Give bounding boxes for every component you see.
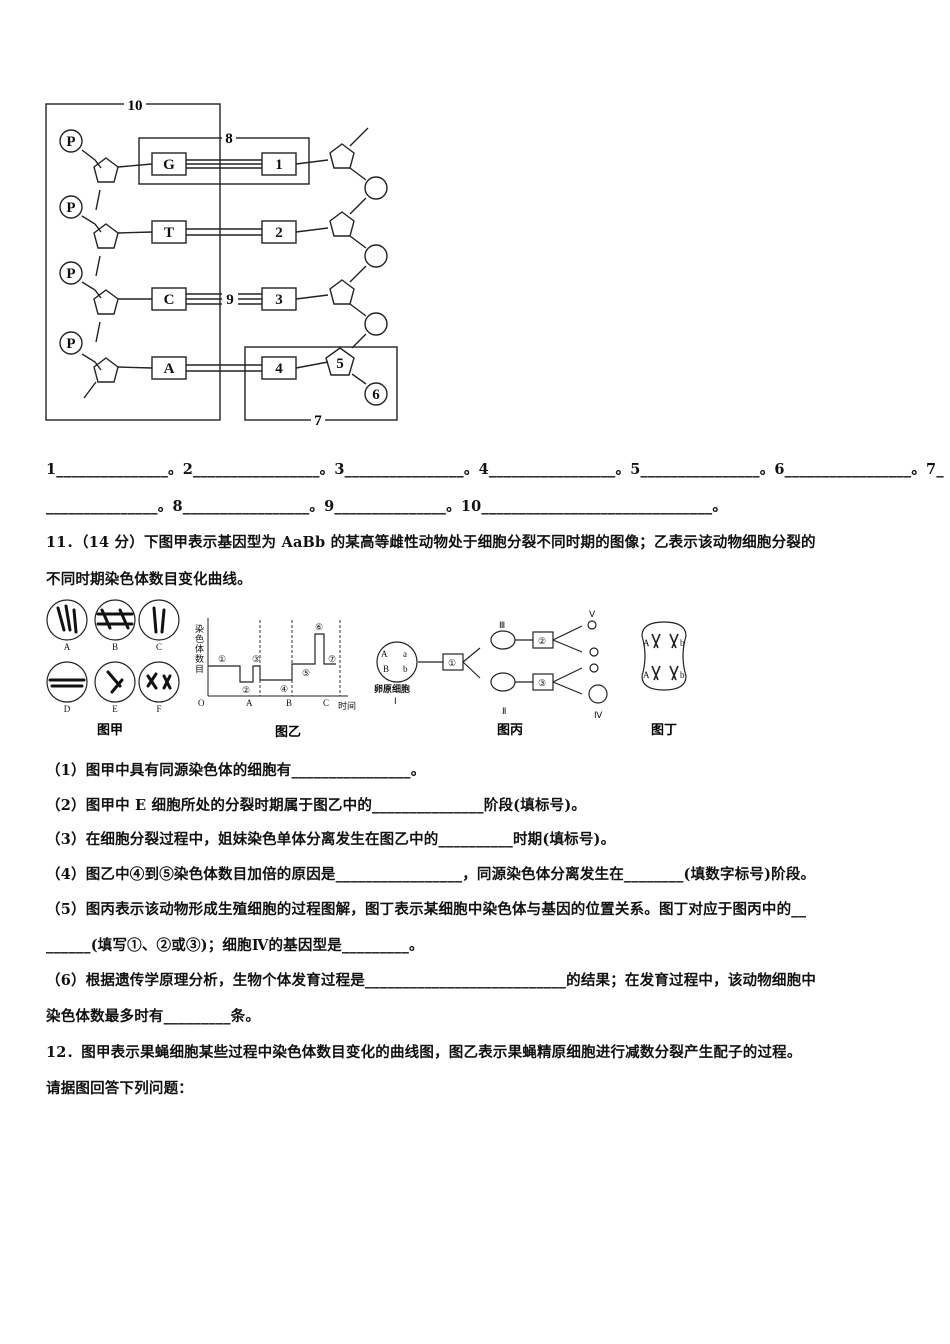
svg-text:P: P	[66, 336, 75, 352]
svg-text:染: 染	[195, 623, 204, 634]
svg-text:色: 色	[195, 633, 204, 644]
label-9: 9	[226, 292, 234, 308]
svg-text:目: 目	[195, 664, 204, 674]
q12-line1: 12．图甲表示果蝇细胞某些过程中染色体数目变化的曲线图，图乙表示果蝇精原细胞进行…	[46, 1044, 802, 1061]
base-3: 3	[275, 292, 283, 308]
svg-text:A: A	[381, 649, 388, 659]
cell-d	[46, 661, 88, 703]
q11-sub3: （3）在细胞分裂过程中，姐妹染色单体分离发生在图乙中的__________时期(…	[46, 831, 616, 848]
q11-sub4: （4）图乙中④到⑤染色体数目加倍的原因是_________________，同源…	[46, 866, 816, 883]
svg-text:体: 体	[195, 643, 204, 654]
cell-c	[138, 599, 180, 641]
label-10: 10	[128, 98, 143, 114]
svg-text:③: ③	[538, 678, 546, 688]
label-8: 8	[225, 131, 233, 147]
svg-text:P: P	[66, 200, 75, 216]
svg-text:A: A	[64, 642, 71, 652]
svg-text:Ⅴ: Ⅴ	[589, 609, 596, 619]
svg-text:A: A	[643, 670, 650, 680]
svg-text:B: B	[112, 642, 118, 652]
svg-text:A: A	[643, 638, 650, 648]
cell-f	[138, 661, 180, 703]
svg-text:B: B	[286, 698, 292, 708]
svg-text:a: a	[403, 649, 407, 659]
svg-text:③: ③	[252, 654, 260, 664]
base-2: 2	[275, 225, 283, 241]
svg-text:b: b	[403, 664, 408, 674]
svg-text:b: b	[680, 670, 685, 680]
svg-text:B: B	[383, 664, 389, 674]
fig-jia-caption: 图甲	[97, 722, 123, 737]
base-4: 4	[275, 361, 283, 377]
svg-text:⑤: ⑤	[302, 668, 310, 678]
svg-text:数: 数	[195, 653, 204, 664]
svg-text:⑥: ⑥	[315, 622, 323, 632]
svg-text:①: ①	[448, 658, 456, 668]
q11-figures: A B C D E F 图甲 染 色 体 数 目 O 时间 A B C ① ②	[46, 599, 687, 739]
svg-text:Ⅳ: Ⅳ	[594, 710, 603, 720]
svg-text:①: ①	[218, 654, 226, 664]
q11-sub5-line1: （5）图丙表示该动物形成生殖细胞的过程图解，图丁表示某细胞中染色体与基因的位置关…	[46, 901, 807, 918]
base-1: 1	[275, 157, 283, 173]
q11-header-line2: 不同时期染色体数目变化曲线。	[46, 571, 252, 588]
label-7: 7	[314, 413, 322, 429]
q10-blanks-line1: 1_______________。2_________________。3___…	[46, 461, 944, 478]
svg-text:Ⅲ: Ⅲ	[499, 620, 505, 630]
cell-a	[46, 599, 88, 641]
q11-sub2: （2）图甲中 E 细胞所处的分裂时期属于图乙中的_______________阶…	[46, 797, 587, 814]
svg-text:b: b	[680, 638, 685, 648]
svg-text:⑦: ⑦	[328, 654, 336, 664]
phosphate-label: P	[66, 134, 75, 150]
q11-sub5-line2: ______(填写①、②或③)；细胞Ⅳ的基因型是_________。	[46, 937, 424, 954]
fig-yi-graph: 染 色 体 数 目 O 时间 A B C ① ② ③ ④ ⑤ ⑥ ⑦ 图乙	[195, 618, 356, 739]
q12-line2: 请据图回答下列问题：	[46, 1080, 193, 1097]
svg-text:②: ②	[242, 685, 250, 695]
svg-text:时间: 时间	[338, 700, 356, 711]
fig-yi-caption: 图乙	[275, 724, 301, 739]
svg-text:②: ②	[538, 636, 546, 646]
fig-bing-diagram	[376, 620, 608, 704]
q11-sub1: （1）图甲中具有同源染色体的细胞有________________。	[46, 762, 426, 779]
q11-header-line1: 11．（14 分）下图甲表示基因型为 AaBb 的某高等雌性动物处于细胞分裂不同…	[46, 534, 816, 551]
svg-text:C: C	[323, 698, 329, 708]
svg-text:Ⅰ: Ⅰ	[394, 696, 397, 706]
svg-text:D: D	[64, 704, 71, 714]
svg-text:O: O	[198, 698, 205, 708]
svg-text:Ⅱ: Ⅱ	[502, 706, 506, 716]
cell-b	[94, 599, 136, 641]
base-c: C	[164, 292, 175, 308]
svg-text:P: P	[66, 266, 75, 282]
base-t: T	[164, 225, 174, 241]
q11-sub6-line1: （6）根据遗传学原理分析，生物个体发育过程是__________________…	[46, 972, 817, 989]
q10-blanks-line2: _______________。8_________________。9____…	[46, 498, 728, 515]
label-5: 5	[336, 356, 344, 372]
q11-sub6-line2: 染色体数最多时有_________条。	[46, 1008, 261, 1025]
svg-text:C: C	[156, 642, 162, 652]
label-6: 6	[372, 387, 380, 403]
oogonium-label: 卵原细胞	[374, 683, 410, 694]
dna-structure-diagram: P P P P G T C A 1 2 3 4 6 5 9 10 8 7	[45, 97, 398, 429]
fig-bing-caption: 图丙	[497, 722, 523, 737]
fig-ding-cell	[641, 621, 687, 691]
base-a: A	[164, 361, 175, 377]
svg-text:E: E	[112, 704, 118, 714]
cell-e	[94, 661, 136, 703]
svg-text:F: F	[156, 704, 161, 714]
base-g: G	[163, 157, 175, 173]
svg-text:A: A	[246, 698, 253, 708]
fig-ding-caption: 图丁	[651, 722, 677, 737]
svg-text:④: ④	[280, 684, 288, 694]
